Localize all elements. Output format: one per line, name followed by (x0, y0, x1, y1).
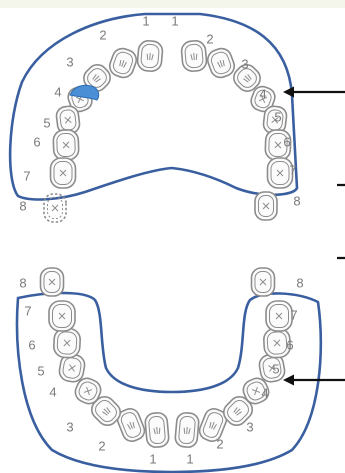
lower-left-number-5: 5 (37, 363, 44, 378)
lower-right-number-6: 6 (286, 337, 293, 352)
upper-left-tooth-2 (107, 46, 139, 81)
upper-left-number-6: 6 (33, 134, 40, 149)
upper-right-number-3: 3 (241, 56, 248, 71)
upper-left-number-5: 5 (43, 115, 50, 130)
upper-left-number-4: 4 (54, 84, 61, 99)
upper-right-number-8: 8 (293, 193, 300, 208)
lower-left-number-4: 4 (49, 384, 56, 399)
lower-left-tooth-6 (53, 328, 80, 358)
upper-right-number-4: 4 (259, 86, 266, 101)
lower-right-number-2: 2 (216, 436, 223, 451)
lower-right-number-5: 5 (272, 361, 279, 376)
lower-left-tooth-7 (49, 301, 75, 331)
lower-left-number-3: 3 (66, 419, 73, 434)
upper-left-number-3: 3 (66, 54, 73, 69)
lower-right-number-4: 4 (261, 385, 268, 400)
lower-left-number-2: 2 (98, 438, 105, 453)
upper-left-tooth-1 (137, 40, 164, 72)
upper-right-number-5: 5 (274, 109, 281, 124)
upper-right-number-6: 6 (283, 134, 290, 149)
upper-right-number-2: 2 (206, 31, 213, 46)
upper-right-number-7: 7 (289, 162, 296, 177)
upper-right-tooth-2 (205, 46, 237, 81)
lower-right-number-1: 1 (186, 451, 193, 466)
lower-right-number-7: 7 (290, 307, 297, 322)
top-band (0, 0, 345, 8)
lower-left-tooth-8 (41, 268, 64, 296)
lower-left-number-1: 1 (149, 451, 156, 466)
teeth-layer (41, 40, 293, 448)
lower-right-tooth-7 (266, 301, 292, 331)
lower-left-number-7: 7 (24, 303, 31, 318)
upper-left-number-2: 2 (99, 27, 106, 42)
upper-right-number-1: 1 (171, 13, 178, 28)
upper-right-tooth-8 (255, 192, 277, 220)
upper-left-number-7: 7 (23, 168, 30, 183)
upper-left-number-1: 1 (142, 13, 149, 28)
lower-right-tooth-8 (252, 268, 275, 296)
lower-left-number-6: 6 (28, 337, 35, 352)
upper-right-tooth-1 (181, 40, 208, 72)
lower-right-tooth-1 (175, 412, 200, 448)
lower-right-number-3: 3 (246, 419, 253, 434)
lower-right-number-8: 8 (296, 275, 303, 290)
lower-left-tooth-1 (145, 412, 170, 448)
upper-left-tooth-6 (53, 130, 79, 161)
upper-left-number-8: 8 (19, 198, 26, 213)
lower-left-number-8: 8 (19, 275, 26, 290)
upper-left-tooth-7 (51, 158, 76, 188)
